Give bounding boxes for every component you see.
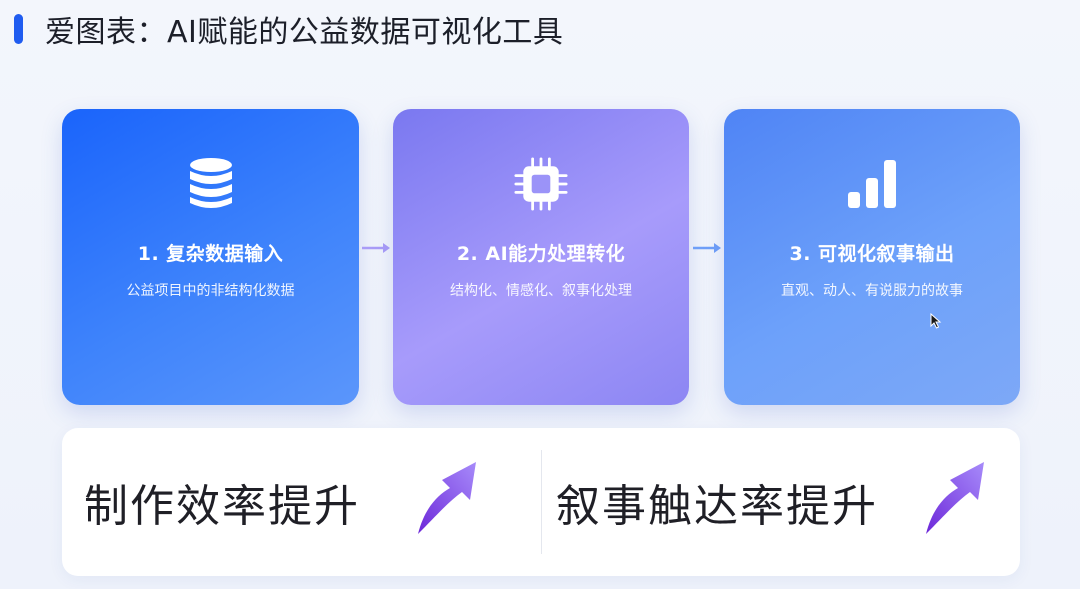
- page-header: 爱图表：AI赋能的公益数据可视化工具: [14, 12, 563, 50]
- mouse-cursor-icon: [930, 312, 942, 329]
- metric-reach: 叙事触达率提升: [556, 428, 984, 576]
- metrics-divider: [541, 450, 542, 554]
- database-icon: [184, 157, 238, 211]
- step-subtitle: 直观、动人、有说服力的故事: [781, 283, 963, 299]
- step-title: 3. 可视化叙事输出: [789, 243, 955, 265]
- step-card-ai-processing: 2. AI能力处理转化 结构化、情感化、叙事化处理: [393, 109, 689, 405]
- flow-arrow-icon: [692, 240, 722, 254]
- page-title: 爱图表：AI赋能的公益数据可视化工具: [45, 15, 564, 50]
- up-arrow-icon: [414, 458, 478, 538]
- metrics-panel: 制作效率提升 叙事触达率提升: [62, 428, 1020, 576]
- step-title: 2. AI能力处理转化: [456, 243, 626, 265]
- bar-chart-icon: [845, 157, 899, 211]
- chip-icon: [514, 157, 568, 211]
- step-subtitle: 公益项目中的非结构化数据: [126, 283, 295, 299]
- metric-efficiency: 制作效率提升: [84, 428, 476, 576]
- title-accent-bar: [14, 14, 23, 44]
- step-title: 1. 复杂数据输入: [137, 243, 284, 265]
- step-subtitle: 结构化、情感化、叙事化处理: [450, 283, 632, 299]
- metric-label: 叙事触达率提升: [556, 481, 878, 532]
- step-card-visual-output: 3. 可视化叙事输出 直观、动人、有说服力的故事: [724, 109, 1020, 405]
- flow-arrow-icon: [361, 240, 391, 254]
- up-arrow-icon: [922, 458, 986, 538]
- metric-label: 制作效率提升: [84, 481, 360, 532]
- step-card-data-input: 1. 复杂数据输入 公益项目中的非结构化数据: [62, 109, 359, 405]
